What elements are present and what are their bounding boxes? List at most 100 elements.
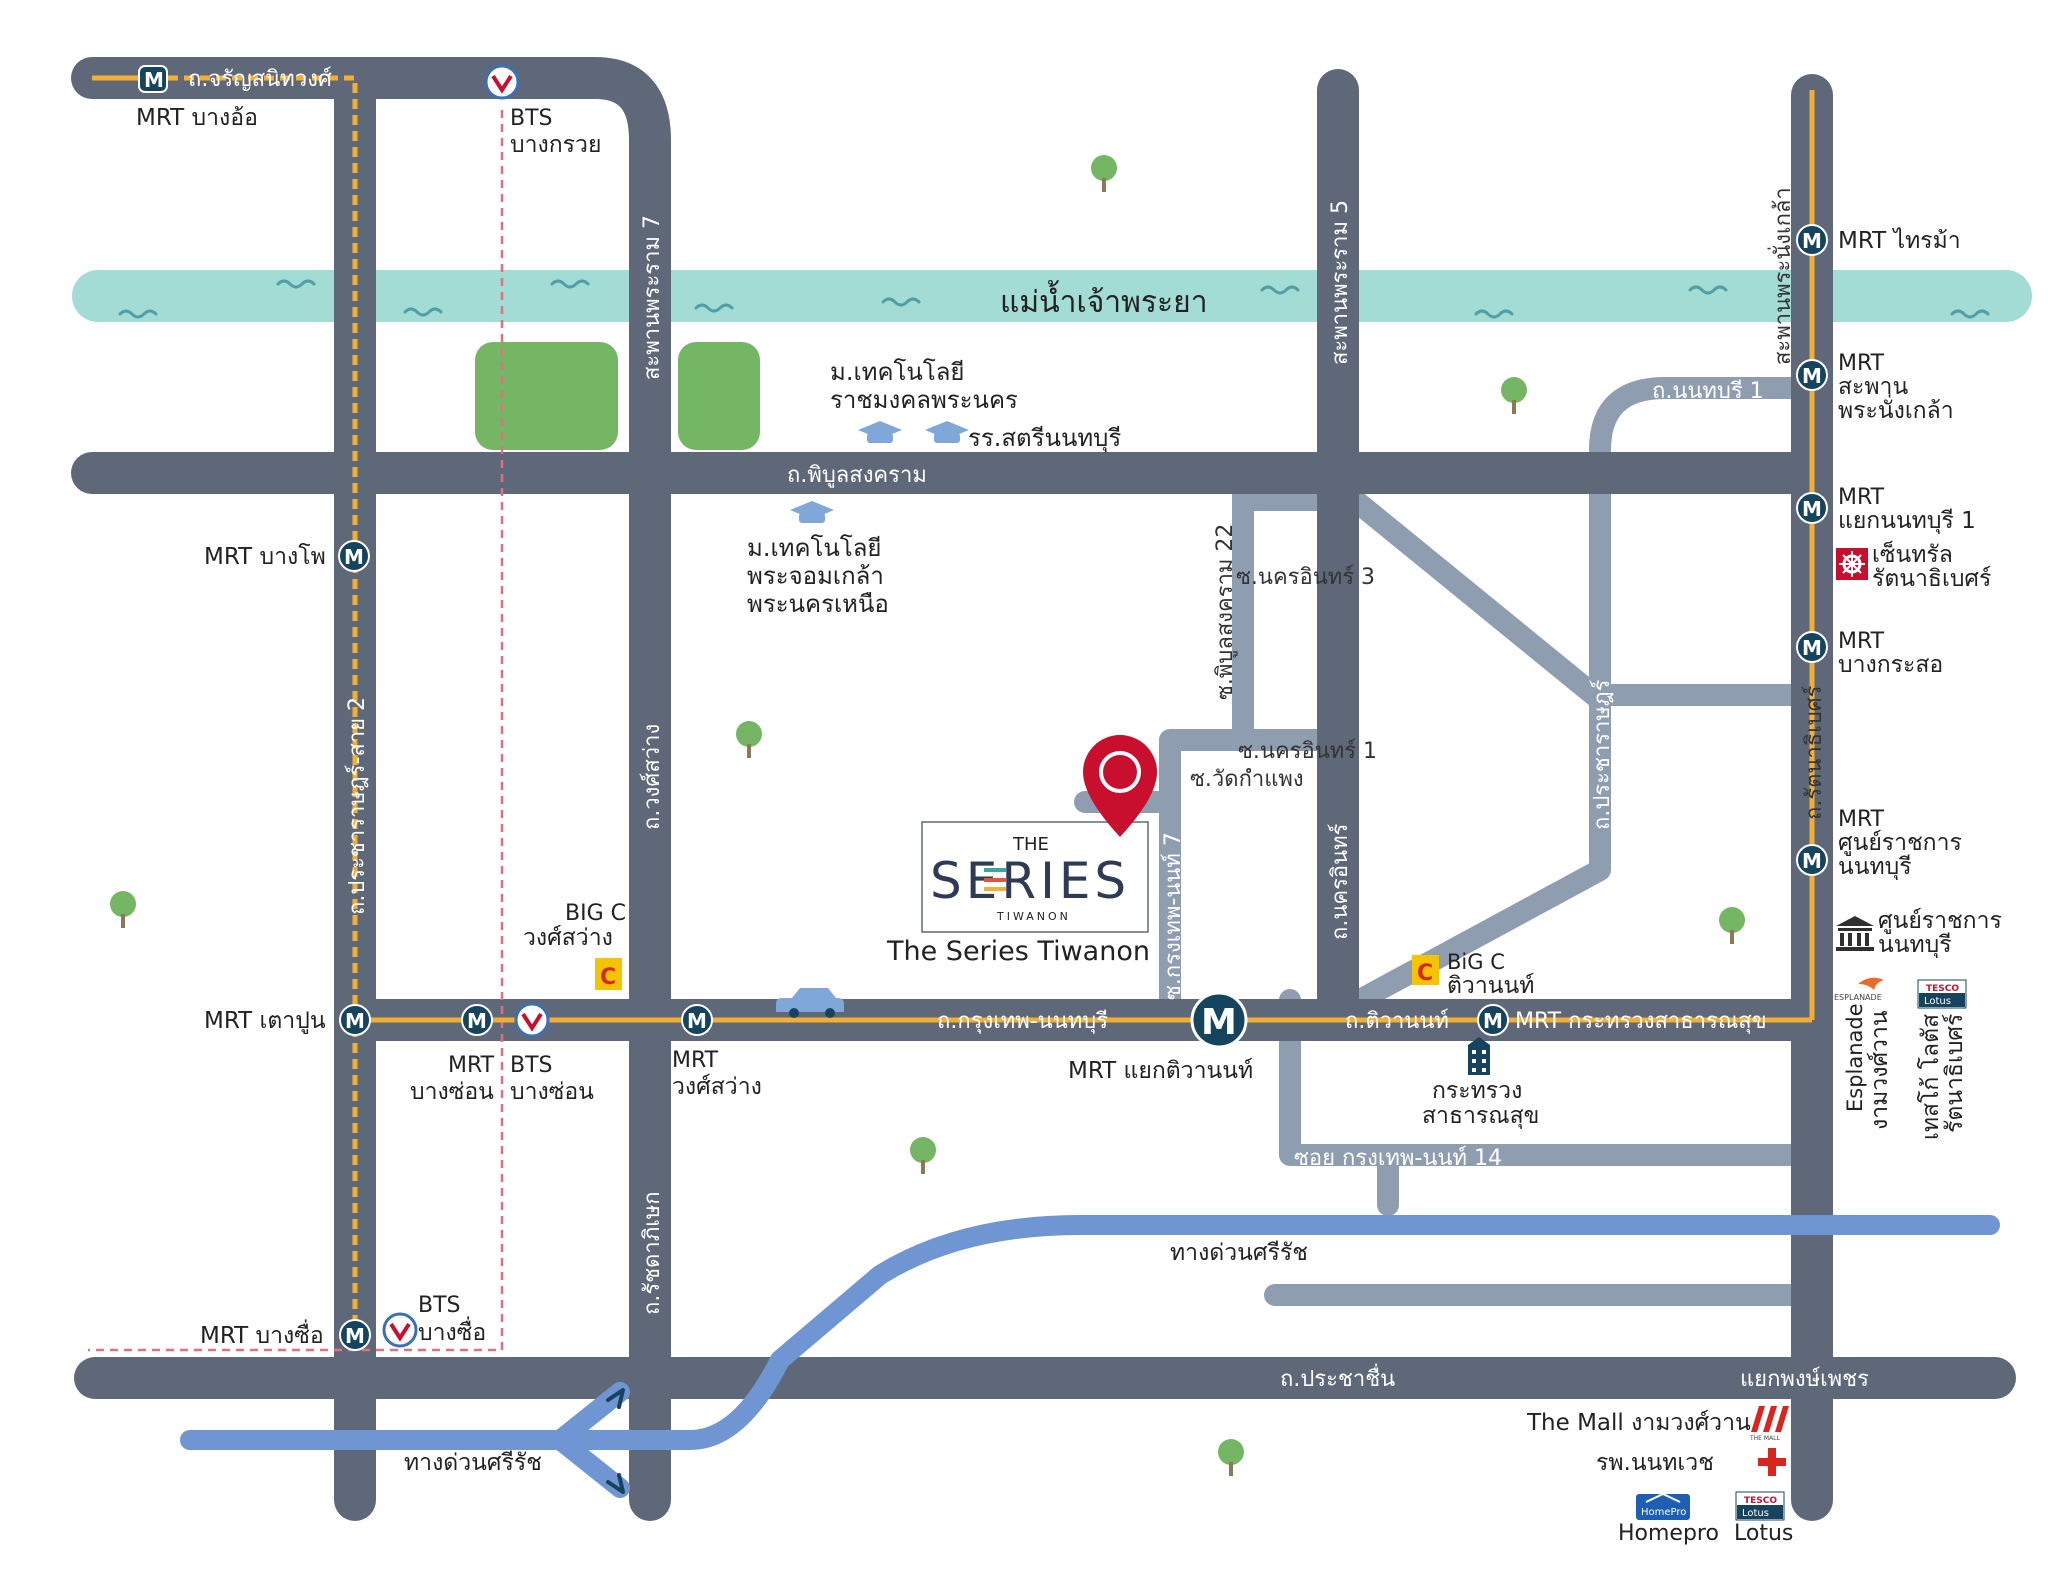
station-mrt-nonthaburi1-1: MRT [1838, 485, 1885, 510]
svg-text:HomePro: HomePro [1641, 1507, 1686, 1518]
svg-text:ESPLANADE: ESPLANADE [1834, 993, 1882, 1002]
station-mrt-health: MRT กระทรวงสาธารณสุข [1515, 1009, 1767, 1034]
road-nakhonin: ถ.นครอินทร์ [1328, 823, 1353, 940]
mrt-icon: M [1796, 224, 1828, 256]
landmark-lotus: Lotus [1734, 1521, 1793, 1546]
homepro-logo-icon: HomePro [1636, 1492, 1690, 1520]
svg-text:M: M [1483, 1009, 1503, 1033]
park-2 [678, 342, 760, 450]
svg-text:C: C [600, 965, 616, 990]
expressway [180, 1215, 2000, 1498]
government-building-icon [1836, 916, 1874, 951]
bts-badges [382, 64, 550, 1348]
mrt-icon: M [338, 540, 370, 572]
svg-text:M: M [1802, 364, 1822, 388]
tree-icon [910, 1137, 936, 1174]
landmark-esplanade-2: งามวงศ์วาน [1866, 1010, 1893, 1130]
river-label: แม่น้ำเจ้าพระยา [1000, 280, 1208, 320]
landmark-central-1: เซ็นทรัล [1872, 539, 1953, 568]
landmark-ministry-2: สาธารณสุข [1422, 1103, 1539, 1129]
mrt-icon: M [339, 1004, 371, 1036]
station-bts-bangsue-1: BTS [418, 1293, 461, 1318]
esplanade-logo-icon: ESPLANADE [1834, 977, 1884, 1002]
landmark-homepro: Homepro [1618, 1521, 1719, 1546]
road-pracharat-sai2: ถ.ประชาราษฎร์-สาย 2 [345, 697, 370, 915]
graduation-cap-icon [858, 421, 902, 443]
mrt-icon: M [1190, 991, 1248, 1049]
mrt-icon: M [681, 1004, 713, 1036]
svg-text:M: M [144, 68, 164, 92]
road-nonthaburi1: ถ.นนทบุรี 1 [1652, 379, 1764, 404]
tesco-lotus-logo-icon: TESCO Lotus [1917, 979, 1967, 1009]
themall-logo-icon: THE MALL [1749, 1406, 1789, 1442]
mrt-icon: M [339, 1319, 371, 1351]
bigc-logo-icon: C [1412, 955, 1439, 986]
landmark-tesco-2: รัตนาธิเบศร์ [1941, 1014, 1968, 1133]
road-ratchadaphisek: ถ.รัชดาภิเษก [640, 1191, 665, 1315]
svg-text:TESCO: TESCO [1926, 984, 1959, 994]
project-name: The Series Tiwanon [886, 936, 1150, 967]
tree-icon [736, 721, 762, 758]
station-mrt-nangklao-1: MRT [1838, 351, 1885, 376]
road-expressway-lower: ทางด่วนศรีรัช [404, 1450, 542, 1476]
expressway-arrows [606, 1388, 625, 1494]
central-logo-icon [1836, 548, 1868, 580]
road-charansanitwong: ถ.จรัญสนิทวงศ์ [188, 67, 332, 92]
tree-icon [110, 891, 136, 928]
svg-text:TESCO: TESCO [1744, 1496, 1777, 1506]
landmark-esplanade-1: Esplanade [1843, 1003, 1867, 1112]
mrt-icon: M [1796, 631, 1828, 663]
bts-icon [382, 1312, 418, 1348]
svg-text:Lotus: Lotus [1924, 996, 1951, 1007]
station-mrt-taopoon: MRT เตาปูน [204, 1008, 326, 1034]
landmark-kmutnb-1: ม.เทคโนโลยี [747, 534, 881, 562]
station-mrt-tiwanon: MRT แยกติวานนท์ [1068, 1057, 1253, 1084]
mrt-icon: M [461, 1004, 493, 1036]
road-soi-krungthep-non7: ซ.กรุงเทพ-นนท์ 7 [1161, 832, 1186, 1000]
road-prachachuen: ถ.ประชาชื่น [1280, 1363, 1395, 1392]
landmark-kmutnb-3: พระนครเหนือ [747, 590, 889, 618]
river: แม่น้ำเจ้าพระยา [72, 270, 2032, 322]
svg-text:M: M [1201, 1002, 1237, 1043]
mrt-icon: M [1796, 359, 1828, 391]
station-mrt-govcenter-3: นนทบุรี [1838, 854, 1912, 880]
station-mrt-saima: MRT ไทรม้า [1838, 227, 1961, 254]
mrt-icon: M [1796, 844, 1828, 876]
landmark-rmutp-2: ราชมงคลพระนคร [830, 386, 1018, 414]
graduation-cap-icon [925, 421, 969, 443]
landmark-govcenter-2: นนทบุรี [1878, 932, 1952, 958]
mrt-badges: M M M M M M M M M M M M M [138, 65, 1828, 1351]
station-bts-bangsue-2: บางซื่อ [418, 1316, 486, 1346]
station-bts-bangson-1: BTS [510, 1053, 553, 1078]
svg-text:M: M [1802, 229, 1822, 253]
station-mrt-bangkraso-2: บางกระสอ [1838, 652, 1943, 678]
road-phongphet: แยกพงษ์เพชร [1740, 1367, 1869, 1392]
station-mrt-wongsawang-2: วงศ์สว่าง [672, 1073, 762, 1100]
station-mrt-bangkraso-1: MRT [1838, 629, 1885, 654]
location-pin-icon [1083, 735, 1157, 837]
project-logo-the: THE [1012, 834, 1049, 855]
station-mrt-bangson-1: MRT [448, 1053, 495, 1078]
svg-text:M: M [467, 1009, 487, 1033]
mrt-icon: M [1477, 1004, 1509, 1036]
mrt-icon: M [138, 65, 168, 93]
landmark-bigc-wong-1: BIG C [565, 901, 626, 926]
station-mrt-nangklao-2: สะพาน [1838, 374, 1908, 400]
landmark-hospital: รพ.นนทเวช [1596, 1450, 1714, 1476]
landmark-bigc-tiwanon-2: ติวานนท์ [1447, 972, 1534, 999]
svg-text:M: M [345, 1324, 365, 1348]
landmark-satri-non: รร.สตรีนนทบุรี [968, 424, 1121, 453]
road-expressway-upper: ทางด่วนศรีรัช [1170, 1240, 1308, 1266]
station-bts-bangkruai-2: บางกรวย [510, 132, 601, 158]
landmark-themall: The Mall งามวงศ์วาน [1526, 1409, 1751, 1436]
bts-icon [514, 1002, 550, 1038]
road-soi-nakhonin3: ซ.นครอินทร์ 3 [1236, 565, 1375, 590]
tree-icon [1501, 377, 1527, 414]
svg-text:M: M [344, 545, 364, 569]
bts-icon [484, 64, 520, 100]
station-bts-bangson-2: บางซ่อน [510, 1079, 594, 1105]
building-icon [1468, 1037, 1490, 1075]
road-soi-krungthep-non14: ซอย กรุงเทพ-นนท์ 14 [1294, 1146, 1502, 1171]
bts-line [88, 110, 504, 1352]
